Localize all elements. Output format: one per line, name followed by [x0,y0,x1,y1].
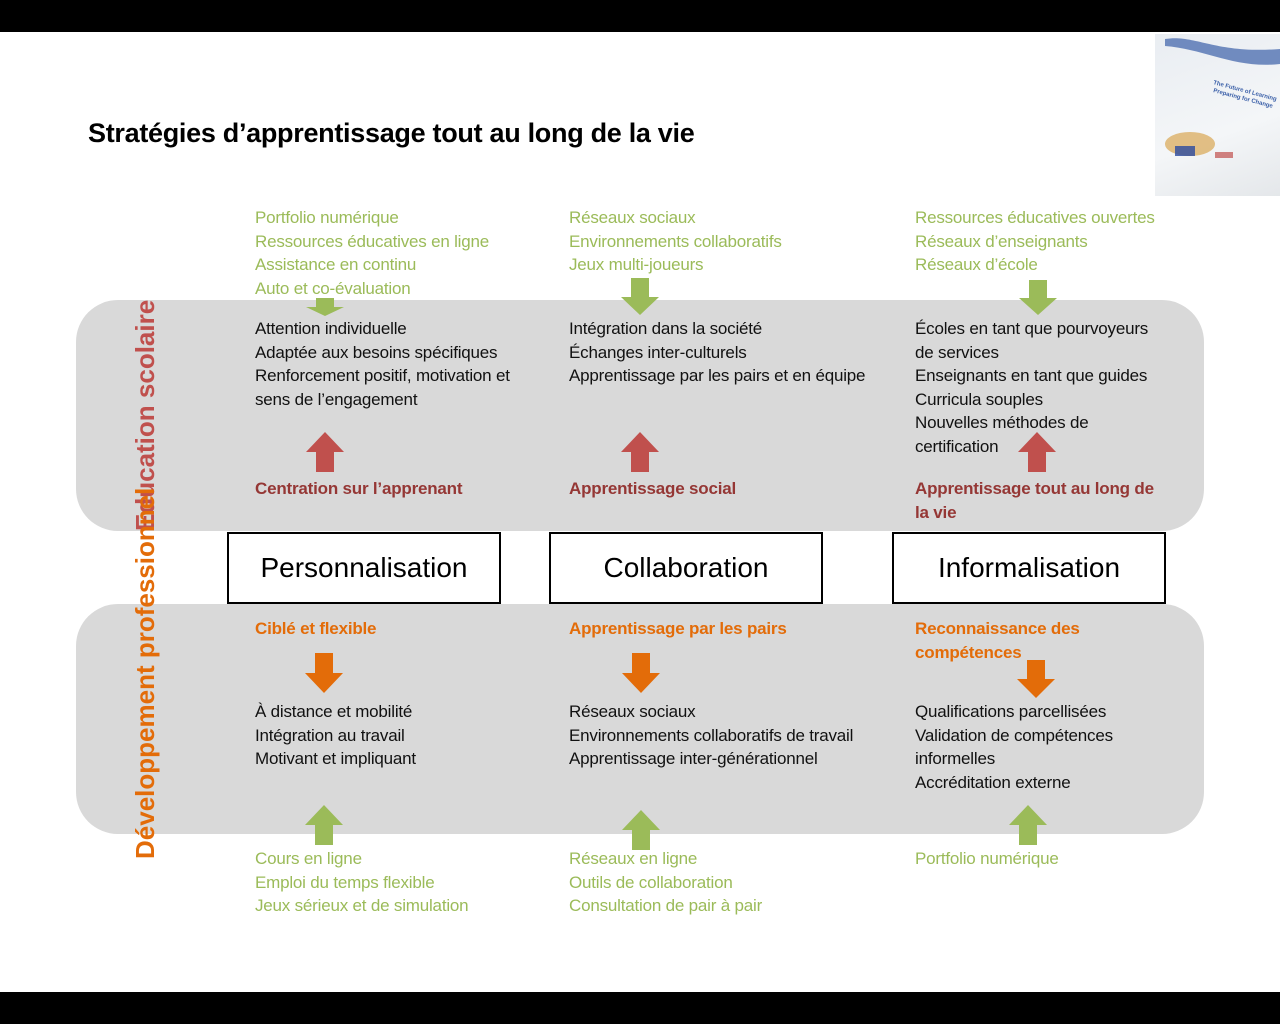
list-item: Apprentissage inter-générationnel [569,749,818,768]
list-item: Écoles en tant que pourvoyeurs [915,319,1149,338]
bottom-black-bar [0,992,1280,1024]
list-item: Intégration dans la société [569,319,763,338]
list-item: Environnements collaboratifs [569,231,782,251]
school-items-list: Écoles en tant que pourvoyeurs de service… [915,317,1148,458]
list-item: certification [915,436,999,456]
list-item: Validation de compétences [915,725,1113,745]
list-item: Apprentissage social [569,479,737,498]
slide-title: Stratégies d’apprentissage tout au long … [88,118,695,148]
list-item: Environnements collaboratifs de travail [569,725,854,745]
list-item: Motivant et impliquant [255,749,416,768]
list-item: Réseaux sociaux [569,702,696,721]
list-item: Enseignants en tant que guides [915,366,1148,385]
list-item: Réseaux en ligne [569,849,698,868]
arrow-down-icon [1017,660,1055,698]
list-item: sens de l’engagement [255,389,418,409]
professional-development-band [76,604,1204,834]
list-item: Consultation de pair à pair [569,896,763,915]
list-item: Réseaux sociaux [569,208,696,227]
pillar-box-0: Personnalisation [227,532,501,604]
pillar-label: Collaboration [603,552,769,583]
school-driver-list: Centration sur l’apprenant [255,477,463,501]
arrow-down-icon [622,653,660,693]
list-item: Reconnaissance des [915,619,1080,638]
list-item: Accréditation externe [915,772,1071,792]
arrow-down-icon [306,298,344,316]
report-cover-thumbnail: The Future of Learning Preparing for Cha… [1155,34,1280,196]
pillar-label: Informalisation [937,552,1121,583]
arrow-down-icon [621,278,659,315]
list-item: Assistance en continu [255,255,417,274]
list-item: Jeux multi-joueurs [569,255,704,274]
school-driver-list: Apprentissage social [569,477,736,501]
list-item: Apprentissage par les pairs et en équipe [569,366,866,385]
list-item: Apprentissage par les pairs [569,619,787,638]
list-item: Outils de collaboration [569,872,733,892]
arrow-up-icon [622,810,660,850]
list-item: Apprentissage tout au long de [915,479,1154,498]
list-item: de services [915,342,999,362]
list-item: Réseaux d’enseignants [915,231,1088,251]
list-item: À distance et mobilité [255,702,413,721]
arrow-up-icon [305,805,343,845]
list-item: Adaptée aux besoins spécifiques [255,342,498,362]
list-item: Cours en ligne [255,849,362,868]
arrow-up-icon [621,432,659,472]
list-item: Ressources éducatives ouvertes [915,208,1155,227]
pillar-box-1: Collaboration [549,532,823,604]
prof-driver-list: Ciblé et flexible [255,617,377,641]
list-item: Attention individuelle [255,319,407,338]
pillar-box-2: Informalisation [892,532,1166,604]
row-label-professional-text: Développement professionnel [130,487,160,859]
list-item: Intégration au travail [255,725,405,745]
list-item: Centration sur l’apprenant [255,479,463,498]
prof-driver-list: Reconnaissance des compétences [915,617,1080,664]
list-item: Renforcement positif, motivation et [255,366,510,385]
list-item: Portfolio numérique [915,849,1059,868]
list-item: Réseaux d’école [915,255,1038,274]
arrow-up-icon [306,432,344,472]
list-item: Auto et co-évaluation [255,278,411,298]
list-item: Ressources éducatives en ligne [255,231,490,251]
pillar-label: Personnalisation [260,552,468,583]
arrow-down-icon [1019,280,1057,315]
arrow-down-icon [305,653,343,693]
list-item: Portfolio numérique [255,208,399,227]
list-item: Emploi du temps flexible [255,872,435,892]
list-item: Échanges inter-culturels [569,342,747,362]
list-item: la vie [915,502,957,522]
arrow-up-icon [1018,432,1056,472]
list-item: Jeux sérieux et de simulation [255,896,469,915]
bottom-inputs-list: Portfolio numérique [915,847,1059,871]
list-item: compétences [915,642,1022,662]
school-education-band [76,300,1204,531]
list-item: Nouvelles méthodes de [915,413,1089,432]
list-item: Ciblé et flexible [255,619,377,638]
list-item: informelles [915,749,995,768]
list-item: Curricula souples [915,389,1043,409]
arrow-up-icon [1009,805,1047,845]
prof-driver-list: Apprentissage par les pairs [569,617,787,641]
school-driver-list: Apprentissage tout au long de la vie [915,477,1154,524]
row-label-professional: Développement professionnel [129,488,161,859]
top-black-bar [0,0,1280,32]
list-item: Qualifications parcellisées [915,702,1107,721]
